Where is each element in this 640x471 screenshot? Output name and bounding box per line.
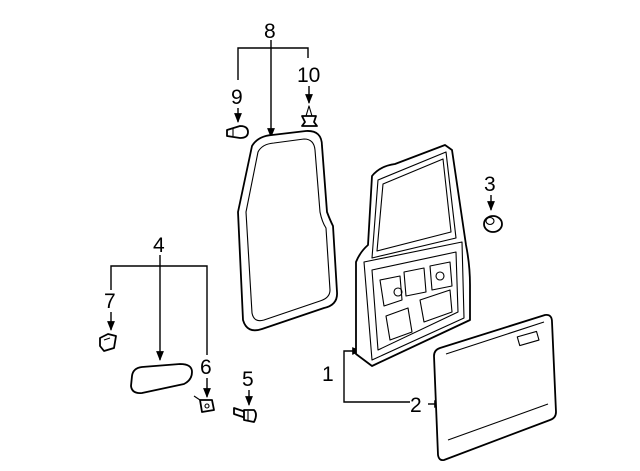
door-weatherstrip-seal: [237, 130, 338, 332]
leader-1-bracket: [343, 373, 410, 403]
trim-cover: [130, 363, 193, 395]
callout-1: 1: [322, 363, 334, 386]
callout-2: 2: [410, 394, 422, 417]
callout-7: 7: [104, 290, 116, 313]
push-clip: [226, 125, 249, 139]
callout-4: 4: [153, 234, 165, 257]
callout-9: 9: [231, 86, 243, 109]
callout-labels: 8 9 10 3 4 7 6 5 1 2: [104, 20, 496, 417]
door-shell: [355, 144, 471, 367]
leader-8-bracket: [237, 47, 309, 80]
retainer-clip: [301, 105, 318, 127]
bolt: [233, 407, 257, 423]
bracket-clip: [99, 333, 117, 352]
leader-4-bracket: [110, 265, 208, 355]
door-outer-panel: [433, 313, 557, 462]
nut: [193, 395, 215, 413]
callout-8: 8: [264, 20, 276, 43]
callout-3: 3: [484, 173, 496, 196]
plug: [483, 215, 503, 233]
callout-5: 5: [242, 368, 254, 391]
callout-10: 10: [297, 64, 320, 87]
callout-6: 6: [200, 356, 212, 379]
